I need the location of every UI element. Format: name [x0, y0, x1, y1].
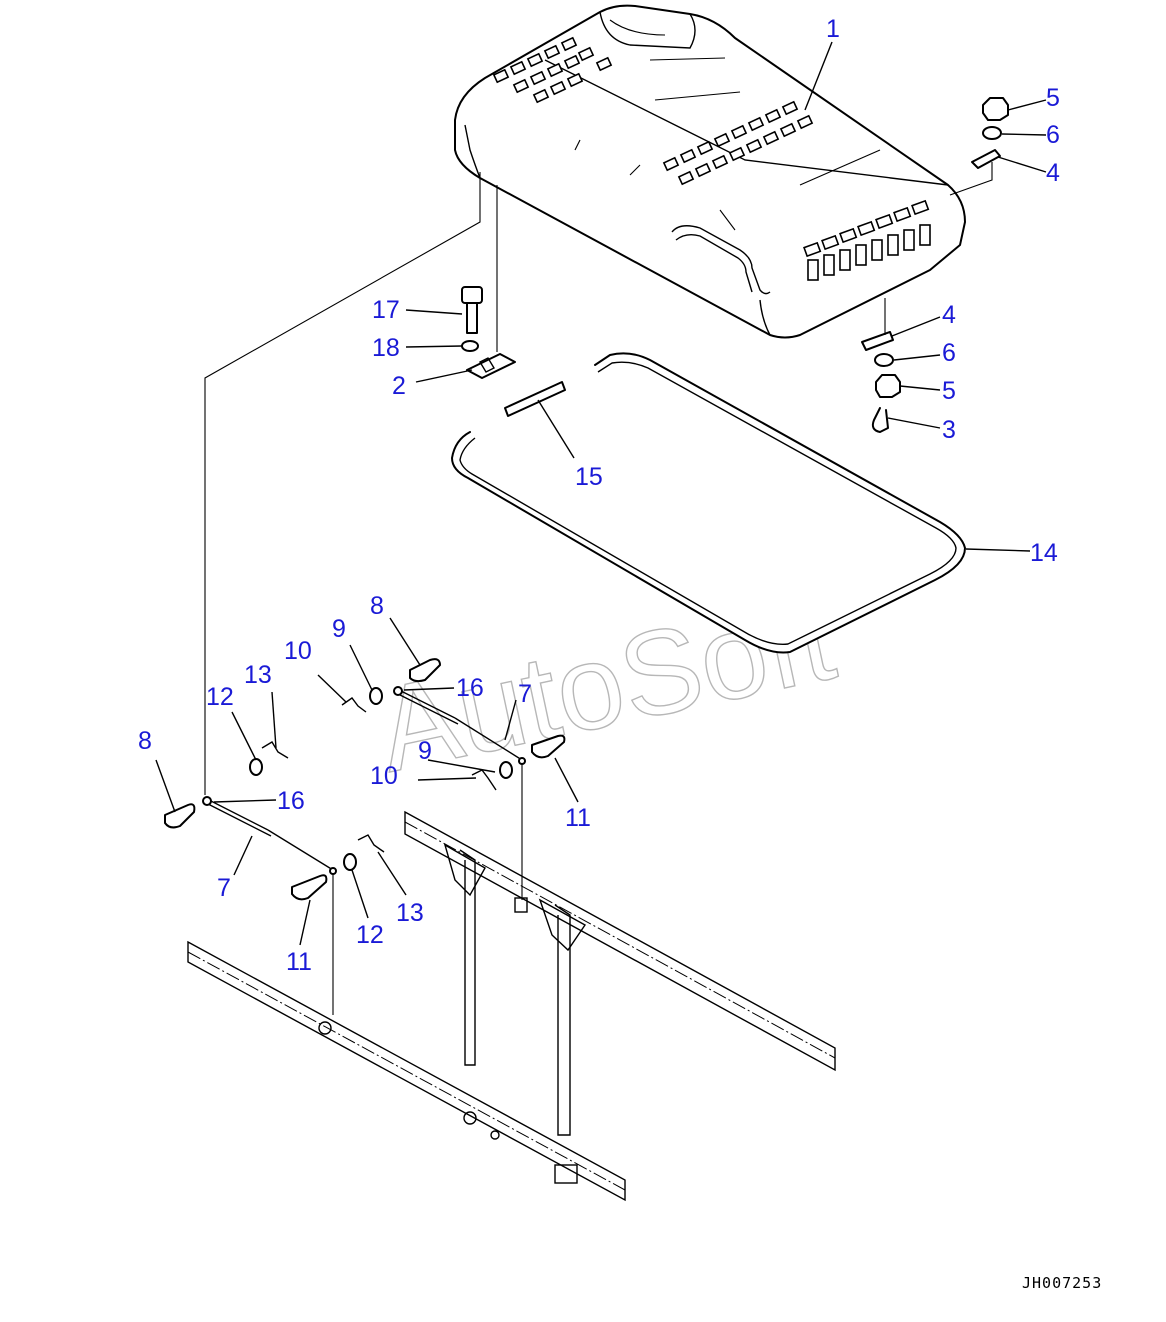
nut-5-upper[interactable]	[982, 97, 1009, 121]
callout-10-upper[interactable]: 10	[284, 637, 312, 665]
gas-spring-lower[interactable]	[202, 796, 337, 875]
figure-code: JH007253	[1022, 1274, 1102, 1292]
washer-6-lower[interactable]	[874, 353, 894, 367]
callout-7-lower[interactable]: 7	[217, 874, 231, 902]
callout-9-lower[interactable]: 9	[418, 737, 432, 765]
bolt-17[interactable]	[461, 286, 483, 334]
washer-12-upper[interactable]	[249, 758, 263, 776]
callout-4-lower[interactable]: 4	[942, 301, 956, 329]
callout-14[interactable]: 14	[1030, 539, 1058, 567]
callout-3[interactable]: 3	[942, 416, 956, 444]
callout-labels: 1 2 3 4 4 5 5 6 6 7 7 8 8 9 9 10 10 11 1…	[138, 15, 1060, 976]
callout-12-upper[interactable]: 12	[206, 683, 234, 711]
washer-6-upper[interactable]	[982, 126, 1002, 140]
snap-pin-13-upper[interactable]	[261, 741, 289, 759]
pin-11-upper[interactable]	[531, 734, 566, 759]
callout-2[interactable]: 2	[392, 372, 406, 400]
callout-17[interactable]: 17	[372, 296, 400, 324]
callout-8-upper[interactable]: 8	[370, 592, 384, 620]
callout-13-lower[interactable]: 13	[396, 899, 424, 927]
callout-5-upper[interactable]: 5	[1046, 84, 1060, 112]
gas-spring-upper[interactable]	[393, 686, 526, 765]
seal-gasket[interactable]	[451, 352, 966, 654]
callout-6-lower[interactable]: 6	[942, 339, 956, 367]
pin-8-upper[interactable]	[409, 658, 441, 683]
washer-18[interactable]	[461, 340, 479, 352]
snap-pin-13-lower[interactable]	[357, 834, 385, 853]
callout-1[interactable]: 1	[826, 15, 840, 43]
nut-5-lower[interactable]	[875, 374, 901, 398]
callout-13-upper[interactable]: 13	[244, 661, 272, 689]
vent-grille-front	[803, 199, 931, 281]
pin-11-lower[interactable]	[291, 874, 328, 901]
callout-4-upper[interactable]: 4	[1046, 159, 1060, 187]
washer-9-lower[interactable]	[499, 761, 513, 779]
callout-15[interactable]: 15	[575, 463, 603, 491]
pin-8-lower[interactable]	[164, 803, 196, 829]
callout-9-upper[interactable]: 9	[332, 615, 346, 643]
seal-strip[interactable]	[504, 381, 566, 417]
hood-cover[interactable]	[454, 4, 966, 339]
callout-18[interactable]: 18	[372, 334, 400, 362]
callout-16-lower[interactable]: 16	[277, 787, 305, 815]
callout-8-lower[interactable]: 8	[138, 727, 152, 755]
callout-11-upper[interactable]: 11	[565, 804, 591, 832]
callout-12-lower[interactable]: 12	[356, 921, 384, 949]
callout-16-upper[interactable]: 16	[456, 674, 484, 702]
plate-4-lower[interactable]	[861, 331, 894, 351]
u-bolt-3[interactable]	[871, 407, 889, 433]
washer-12-lower[interactable]	[343, 853, 357, 871]
mounting-frame	[187, 810, 836, 1202]
snap-pin-10-lower[interactable]	[471, 769, 497, 791]
leader-lines	[155, 41, 1047, 946]
washer-9-upper[interactable]	[369, 687, 383, 705]
hinge-bracket[interactable]	[466, 353, 516, 379]
snap-pin-10-upper[interactable]	[341, 697, 367, 713]
assembly-guides	[204, 162, 993, 1015]
vent-grille-top	[492, 36, 613, 104]
callout-10-lower[interactable]: 10	[370, 762, 398, 790]
callout-11-lower[interactable]: 11	[286, 948, 312, 976]
callout-5-lower[interactable]: 5	[942, 377, 956, 405]
callout-7-upper[interactable]: 7	[518, 680, 532, 708]
vent-grille-middle	[662, 100, 814, 186]
plate-4-upper[interactable]	[971, 149, 1001, 169]
callout-6-upper[interactable]: 6	[1046, 121, 1060, 149]
